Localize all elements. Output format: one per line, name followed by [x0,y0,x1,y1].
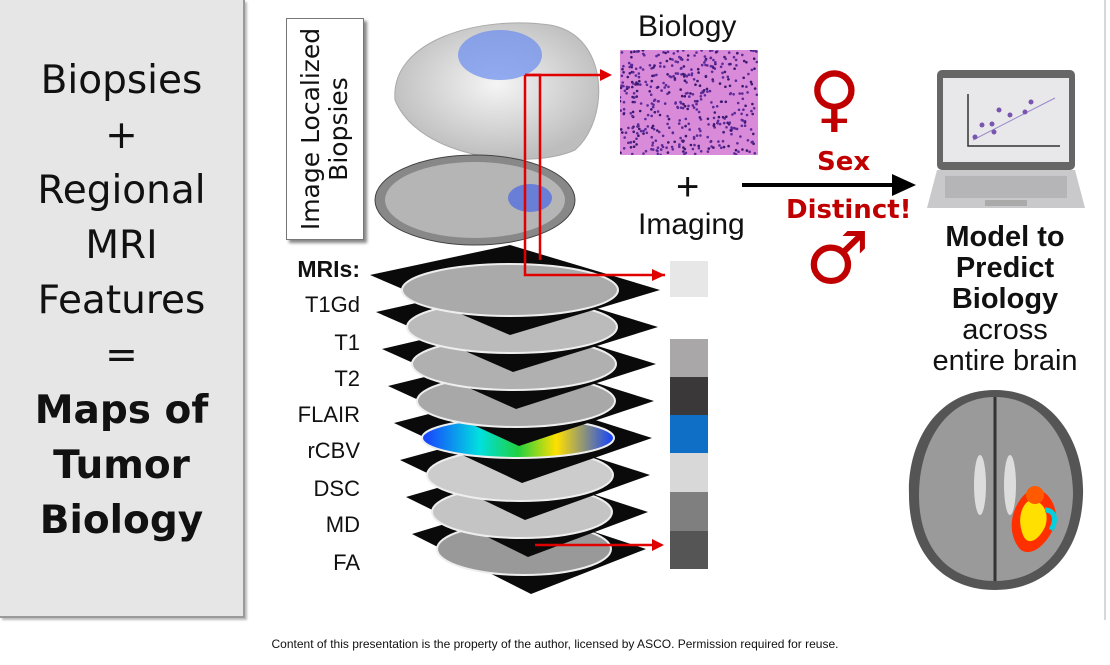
summary-line: Features [37,278,206,323]
plus-sign: + [676,165,700,209]
histology-image [620,50,758,155]
summary-bold-line: Maps of [34,388,209,433]
model-line: Biology [951,283,1059,315]
feature-swatch [670,377,708,415]
summary-bold-line: Biology [39,498,204,543]
3d-brain [394,22,600,160]
copyright-footer: Content of this presentation is the prop… [271,637,839,651]
sex-label: Sex [817,147,871,177]
mri-label-dsc: DSC [313,476,360,501]
mri-layer [370,245,660,335]
label-line: Image Localized [296,27,325,231]
mri-title: MRIs: [297,256,360,282]
summary-panel: Biopsies + Regional MRI Features = Maps … [0,0,245,618]
biopsy-arrows [523,73,665,547]
mri-label-t1gd: T1Gd [304,292,360,317]
slide-border [1104,0,1106,620]
axial-slice [374,154,576,246]
feature-swatch [670,492,708,531]
mri-stack-illustration [370,22,665,594]
feature-swatch [670,453,708,492]
summary-line: Biopsies [40,58,203,103]
model-line: entire brain [932,345,1078,377]
laptop-icon [927,70,1085,208]
feature-swatch [670,261,708,297]
feature-swatch [670,339,708,377]
model-line: Model to [945,221,1065,253]
label-line: Biopsies [324,77,353,181]
mri-label-fa: FA [333,550,360,575]
model-line: Predict [955,252,1055,284]
summary-line: = [105,333,138,378]
summary-line: MRI [85,223,158,268]
arrow-to-model [742,174,916,196]
imaging-label: Imaging [638,208,745,241]
arrowheads [600,69,665,551]
mri-label-t1: T1 [334,330,360,355]
mri-label-rcbv: rCBV [307,438,360,463]
model-caption: Model to Predict Biology across entire b… [915,222,1095,377]
male-icon: ♂ [805,216,870,300]
model-line: across [962,314,1048,346]
predicted-brain-map [908,390,1084,590]
summary-line: Regional [37,168,206,213]
mri-label-md: MD [325,512,360,537]
mri-label-t2: T2 [334,366,360,391]
female-icon: ♀ [808,56,861,140]
summary-line: + [105,113,138,158]
feature-swatch [670,531,708,569]
feature-swatch [670,415,708,453]
biology-label: Biology [638,10,737,43]
summary-bold-line: Tumor [53,443,190,488]
mri-label-flair: FLAIR [297,402,360,427]
distinct-label: Distinct! [786,195,912,225]
